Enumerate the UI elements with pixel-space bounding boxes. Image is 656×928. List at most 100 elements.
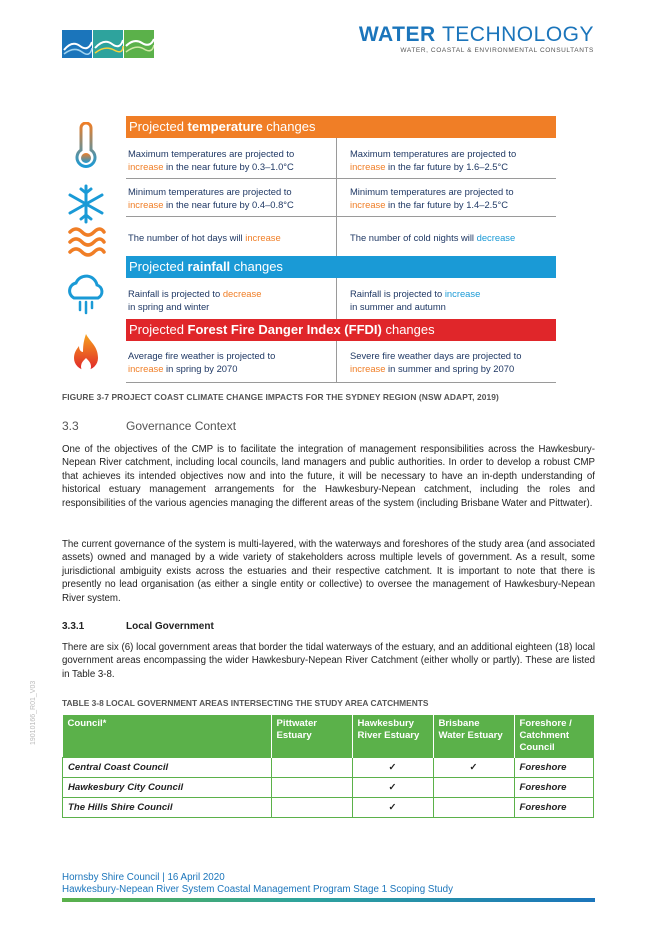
cell-council: Hawkesbury City Council — [62, 777, 272, 798]
cell-highlight: increase — [444, 288, 481, 299]
cell-highlight: increase — [350, 160, 386, 172]
cell-highlight: increase — [128, 198, 164, 210]
header-hawkesbury: Hawkesbury River Estuary — [352, 715, 434, 758]
footer-line-1: Hornsby Shire Council | 16 April 2020 — [62, 872, 225, 883]
cell-text: in the near future by 0.3–1.0°C — [163, 160, 294, 172]
section-title: Governance Context — [126, 419, 237, 433]
cell-text: Maximum temperatures are projected to — [350, 148, 517, 159]
cell-brisbane — [432, 797, 515, 818]
cell-text: in the far future by 1.6–2.5°C — [385, 160, 509, 172]
check-icon: ✓ — [351, 777, 434, 798]
band-bold: rainfall — [187, 259, 231, 274]
cell-council: The Hills Shire Council — [62, 797, 272, 818]
cell-highlight: increase — [350, 198, 386, 210]
band-bold: Forest Fire Danger Index (FFDI) — [187, 322, 382, 337]
fire-icon — [74, 334, 98, 372]
brand-subtitle: WATER, COASTAL & ENVIRONMENTAL CONSULTAN… — [400, 47, 594, 54]
column-divider — [336, 341, 337, 382]
cell-text: in spring by 2070 — [163, 362, 238, 374]
temperature-band: Projected temperature changes — [126, 116, 556, 138]
table-row: Hawkesbury City Council ✓ Foreshore — [62, 777, 594, 798]
cell-text: The number of cold nights will — [350, 232, 477, 243]
table-caption: TABLE 3-8 LOCAL GOVERNMENT AREAS INTERSE… — [62, 698, 429, 708]
cell-highlight: decrease — [476, 232, 516, 243]
cell-text: The number of hot days will — [128, 232, 246, 243]
figure-caption: FIGURE 3-7 PROJECT COAST CLIMATE CHANGE … — [62, 392, 499, 402]
brand-block: WATER TECHNOLOGY WATER, COASTAL & ENVIRO… — [359, 24, 594, 55]
header-brisbane: Brisbane Water Estuary — [433, 715, 515, 758]
cell-text: Severe fire weather days are projected t… — [350, 350, 522, 361]
header-pittwater: Pittwater Estuary — [271, 715, 353, 758]
table-row: The Hills Shire Council ✓ Foreshore — [62, 797, 594, 818]
heat-waves-icon — [68, 227, 106, 257]
cell-type: Foreshore — [513, 757, 594, 778]
cell-text: in spring and winter — [128, 300, 210, 312]
ffdi-band: Projected Forest Fire Danger Index (FFDI… — [126, 319, 556, 341]
band-prefix: Projected — [129, 259, 188, 274]
cell-text: Minimum temperatures are projected to — [350, 186, 514, 197]
subsection-title: Local Government — [126, 621, 214, 632]
header-type: Foreshore / Catchment Council — [514, 715, 594, 758]
snowflake-icon — [68, 184, 104, 224]
band-suffix: changes — [230, 259, 283, 274]
cell-text: Average fire weather is projected to — [128, 350, 276, 361]
subsection-paragraph: There are six (6) local government areas… — [62, 642, 595, 680]
check-icon: ✓ — [351, 797, 434, 818]
check-icon: ✓ — [351, 757, 434, 778]
thermometer-icon — [75, 122, 97, 168]
subsection-heading: 3.3.1 Local Government — [62, 621, 214, 632]
check-icon: ✓ — [432, 757, 515, 778]
cell-council: Central Coast Council — [62, 757, 272, 778]
footer-line-2: Hawkesbury-Nepean River System Coastal M… — [62, 884, 453, 895]
cell-text: Minimum temperatures are projected to — [128, 186, 292, 197]
cell-pittwater — [270, 797, 353, 818]
divider — [126, 178, 556, 179]
rain-cloud-icon — [68, 274, 104, 315]
cell-text: Rainfall is projected to — [350, 288, 445, 299]
rain-spring-cell: Rainfall is projected to decrease in spri… — [128, 288, 328, 313]
band-prefix: Projected — [129, 322, 188, 337]
band-suffix: changes — [381, 322, 435, 337]
subsection-number: 3.3.1 — [62, 621, 85, 632]
cell-highlight: increase — [350, 362, 386, 374]
cell-text: in the near future by 0.4–0.8°C — [163, 198, 294, 210]
fire-severe-cell: Severe fire weather days are projected t… — [350, 350, 556, 375]
section-paragraph-1: One of the objectives of the CMP is to f… — [62, 444, 595, 509]
brand-title: WATER TECHNOLOGY — [359, 24, 594, 46]
rainfall-band: Projected rainfall changes — [126, 256, 556, 278]
divider — [126, 382, 556, 383]
cell-highlight: increase — [245, 232, 281, 243]
cell-text: Rainfall is projected to — [128, 288, 223, 299]
cell-highlight: decrease — [222, 288, 262, 299]
band-prefix: Projected — [129, 119, 188, 134]
band-suffix: changes — [262, 119, 316, 134]
cell-text: in summer and autumn — [350, 300, 446, 312]
column-divider — [336, 278, 337, 319]
column-divider — [336, 138, 337, 256]
table-row: Central Coast Council ✓ ✓ Foreshore — [62, 757, 594, 778]
document-id: 19010166_R01_V03 — [30, 680, 37, 745]
divider — [126, 216, 556, 217]
brand-title-technology: TECHNOLOGY — [441, 23, 594, 46]
cell-pittwater — [270, 757, 353, 778]
cell-text: in summer and spring by 2070 — [385, 362, 515, 374]
cell-highlight: increase — [128, 160, 164, 172]
water-technology-logo-mark — [62, 30, 154, 58]
brand-title-water: WATER — [358, 23, 436, 46]
cell-type: Foreshore — [513, 777, 594, 798]
table-header-row: Council* Pittwater Estuary Hawkesbury Ri… — [62, 715, 594, 758]
cell-text: Maximum temperatures are projected to — [128, 148, 295, 159]
cell-type: Foreshore — [513, 797, 594, 818]
header-council: Council* — [62, 715, 272, 758]
lga-table: Council* Pittwater Estuary Hawkesbury Ri… — [62, 715, 594, 818]
cold-nights-cell: The number of cold nights will decrease — [350, 232, 556, 245]
hot-days-cell: The number of hot days will increase — [128, 232, 328, 245]
band-bold: temperature — [187, 119, 263, 134]
